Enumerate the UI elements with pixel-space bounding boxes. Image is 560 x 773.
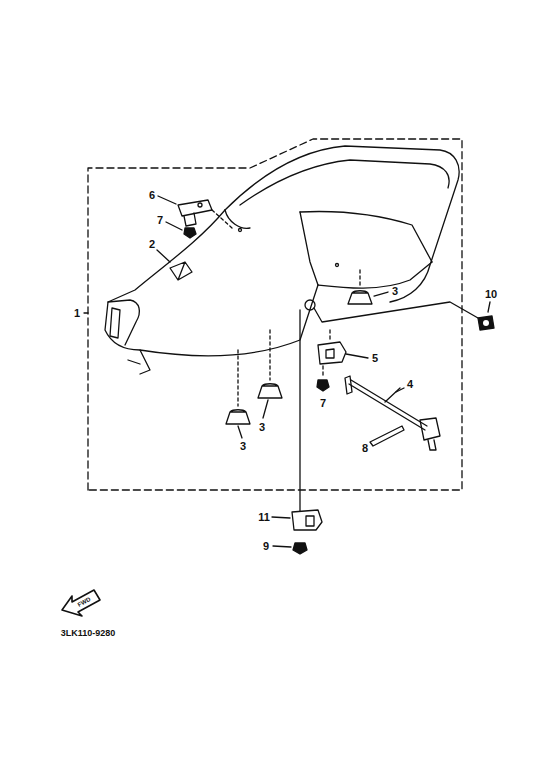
latch <box>292 510 322 530</box>
leader-line <box>158 196 176 204</box>
leader-line <box>273 546 291 547</box>
hook-bracket <box>318 342 346 364</box>
wire-line <box>299 310 300 512</box>
callout-number: 7 <box>320 398 326 409</box>
grommet <box>478 316 494 330</box>
leader-line <box>269 330 270 380</box>
nut <box>317 380 329 391</box>
rubber-damper <box>348 291 372 304</box>
leader-line <box>84 312 88 313</box>
forward-arrow <box>62 590 100 616</box>
rubber-damper <box>226 410 250 424</box>
leader-line <box>166 222 182 230</box>
callout-number: 5 <box>372 353 378 364</box>
callout-number: 7 <box>157 215 163 226</box>
screw-hole <box>198 203 202 207</box>
callout-number: 1 <box>74 308 80 319</box>
callout-number: 3 <box>392 286 398 297</box>
leader-line <box>359 270 360 288</box>
callout-number: 6 <box>149 190 155 201</box>
leader-line <box>396 388 404 392</box>
leader-line <box>322 366 323 378</box>
grommet-hole <box>483 320 489 326</box>
drawing-code: 3LK110-9280 <box>61 629 116 638</box>
bracket-part <box>170 262 192 280</box>
bracket-part <box>178 200 212 226</box>
wire-line <box>314 302 478 322</box>
leader-line <box>272 517 290 518</box>
leader-line <box>329 330 330 342</box>
leader-line <box>374 292 388 296</box>
leader-line <box>346 354 368 358</box>
callout-number: 8 <box>362 443 368 454</box>
nut <box>293 543 307 554</box>
callout-number: 9 <box>263 541 269 552</box>
leader-line <box>263 400 268 418</box>
callout-number: 3 <box>240 441 246 452</box>
nut <box>184 228 196 238</box>
leader-line <box>238 426 242 438</box>
rubber-damper <box>258 384 282 398</box>
leader-line <box>212 210 232 228</box>
callout-number: 10 <box>485 289 497 300</box>
leader-line <box>157 250 170 262</box>
lock-rod <box>345 376 440 450</box>
seat <box>105 146 459 374</box>
leader-line <box>237 350 238 406</box>
callout-number: 4 <box>407 379 413 390</box>
callout-number: 11 <box>258 512 270 523</box>
callout-number: 3 <box>259 422 265 433</box>
callout-number: 2 <box>149 239 155 250</box>
assembly-boundary <box>88 139 462 490</box>
pin <box>370 426 404 446</box>
leader-line <box>488 302 490 312</box>
